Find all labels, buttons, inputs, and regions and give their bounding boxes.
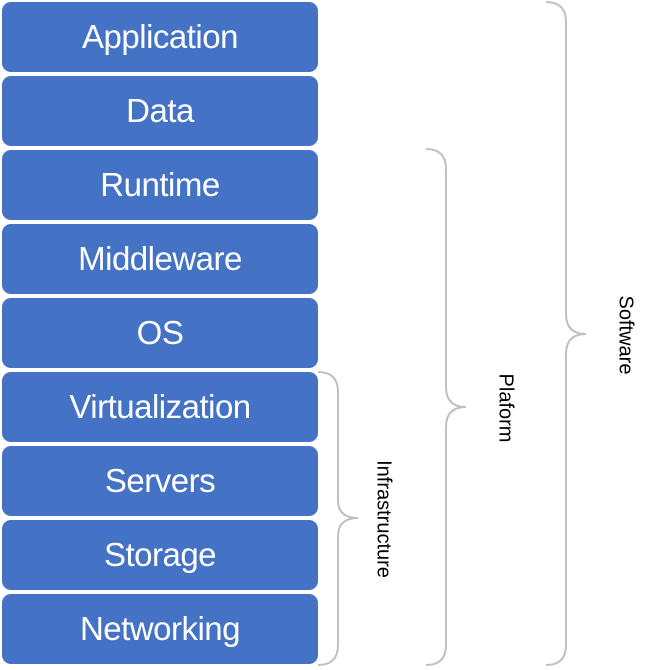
layer-os: OS bbox=[2, 298, 318, 368]
layer-storage: Storage bbox=[2, 520, 318, 590]
software-bracket bbox=[545, 1, 587, 666]
infrastructure-bracket bbox=[317, 371, 359, 666]
platform-bracket bbox=[425, 148, 467, 666]
layer-application: Application bbox=[2, 2, 318, 72]
service-stack: Application Data Runtime Middleware OS V… bbox=[2, 2, 318, 664]
infrastructure-label: Infrastructure bbox=[372, 460, 395, 578]
layer-runtime: Runtime bbox=[2, 150, 318, 220]
layer-servers: Servers bbox=[2, 446, 318, 516]
layer-networking: Networking bbox=[2, 594, 318, 664]
layer-middleware: Middleware bbox=[2, 224, 318, 294]
software-label: Software bbox=[614, 295, 637, 375]
layer-data: Data bbox=[2, 76, 318, 146]
platform-label: Plaform bbox=[494, 373, 517, 443]
layer-virtualization: Virtualization bbox=[2, 372, 318, 442]
